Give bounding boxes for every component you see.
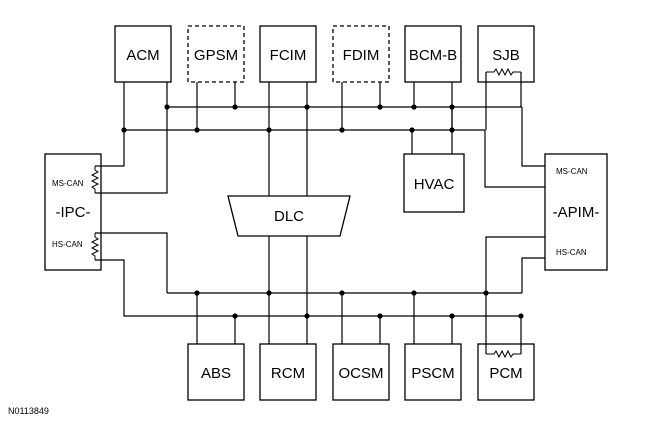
pscm-label: PSCM bbox=[411, 365, 454, 382]
apim-ms-can-label: MS-CAN bbox=[556, 167, 588, 176]
pscm-box bbox=[404, 343, 462, 401]
dlc-connector: DLC bbox=[227, 107, 351, 316]
acm-label: ACM bbox=[126, 47, 159, 64]
top-modules: ACM GPSM FCIM FDIM BCM-B SJB bbox=[114, 25, 535, 130]
ipc-box bbox=[44, 153, 102, 271]
junction-dot bbox=[411, 104, 417, 110]
ocsm-label: OCSM bbox=[339, 365, 384, 382]
hvac-module: HVAC bbox=[403, 107, 465, 213]
junction-dot bbox=[411, 290, 417, 296]
apim-ms-can-wire-low bbox=[484, 130, 545, 188]
junction-dot bbox=[377, 313, 383, 319]
apim-module: -APIM- MS-CAN HS-CAN bbox=[484, 107, 608, 316]
figure-reference: N0113849 bbox=[8, 406, 49, 416]
junction-dot bbox=[266, 127, 272, 133]
apim-hs-can-wire-low bbox=[485, 236, 545, 316]
junction-dot bbox=[304, 313, 310, 319]
junction-dot bbox=[121, 127, 127, 133]
ipc-hs-can-wire-high bbox=[95, 232, 168, 293]
rcm-box bbox=[259, 343, 317, 401]
junction-dot bbox=[304, 104, 310, 110]
ipc-ms-can-wire-low bbox=[95, 130, 125, 167]
pcm-box bbox=[477, 343, 535, 401]
abs-label: ABS bbox=[201, 365, 231, 382]
junction-dot bbox=[449, 127, 455, 133]
ipc-ms-can-resistor bbox=[90, 166, 100, 193]
fcim-box bbox=[259, 25, 317, 83]
junction-dot bbox=[232, 313, 238, 319]
dlc-body bbox=[227, 195, 351, 237]
junction-dot bbox=[483, 290, 489, 296]
junction-dots bbox=[121, 104, 524, 319]
apim-box bbox=[544, 153, 608, 271]
ipc-label: -IPC- bbox=[56, 204, 91, 221]
sjb-label: SJB bbox=[492, 47, 520, 64]
bcm-b-box bbox=[404, 25, 462, 83]
apim-hs-can-label: HS-CAN bbox=[556, 248, 587, 257]
junction-dot bbox=[518, 313, 524, 319]
junction-dot bbox=[339, 290, 345, 296]
gpsm-box bbox=[187, 25, 245, 83]
sjb-resistor bbox=[486, 67, 521, 77]
junction-dot bbox=[232, 104, 238, 110]
junction-dot bbox=[449, 104, 455, 110]
fcim-label: FCIM bbox=[270, 47, 307, 64]
pcm-resistor bbox=[486, 349, 521, 359]
junction-dot bbox=[449, 313, 455, 319]
hvac-label: HVAC bbox=[414, 176, 455, 193]
ipc-module: -IPC- MS-CAN HS-CAN bbox=[44, 107, 197, 317]
apim-hs-can-wire-high bbox=[521, 257, 545, 293]
hs-can-bus bbox=[167, 292, 522, 317]
junction-dot bbox=[164, 104, 170, 110]
junction-dot bbox=[266, 290, 272, 296]
ipc-hs-can-resistor bbox=[90, 233, 100, 260]
junction-dot bbox=[377, 104, 383, 110]
junction-dot bbox=[194, 290, 200, 296]
fdim-label: FDIM bbox=[343, 47, 380, 64]
fdim-box bbox=[332, 25, 390, 83]
rcm-label: RCM bbox=[271, 365, 305, 382]
junction-dot bbox=[339, 127, 345, 133]
hvac-box bbox=[403, 153, 465, 213]
ipc-ms-can-label: MS-CAN bbox=[52, 179, 84, 188]
ocsm-box bbox=[332, 343, 390, 401]
bottom-modules: ABS RCM OCSM PSCM PCM bbox=[187, 293, 535, 401]
acm-box bbox=[114, 25, 172, 83]
dlc-label: DLC bbox=[274, 208, 304, 225]
abs-box bbox=[187, 343, 245, 401]
apim-label: -APIM- bbox=[553, 204, 600, 221]
ipc-hs-can-wire-low bbox=[95, 259, 197, 317]
junction-dot bbox=[194, 127, 200, 133]
pcm-label: PCM bbox=[489, 365, 522, 382]
apim-ms-can-wire-high bbox=[521, 107, 545, 167]
junction-dot bbox=[409, 127, 415, 133]
gpsm-label: GPSM bbox=[194, 47, 238, 64]
ipc-hs-can-label: HS-CAN bbox=[52, 240, 83, 249]
ipc-ms-can-wire-high bbox=[95, 107, 168, 194]
ms-can-bus bbox=[124, 106, 522, 154]
bcm-b-label: BCM-B bbox=[409, 47, 457, 64]
